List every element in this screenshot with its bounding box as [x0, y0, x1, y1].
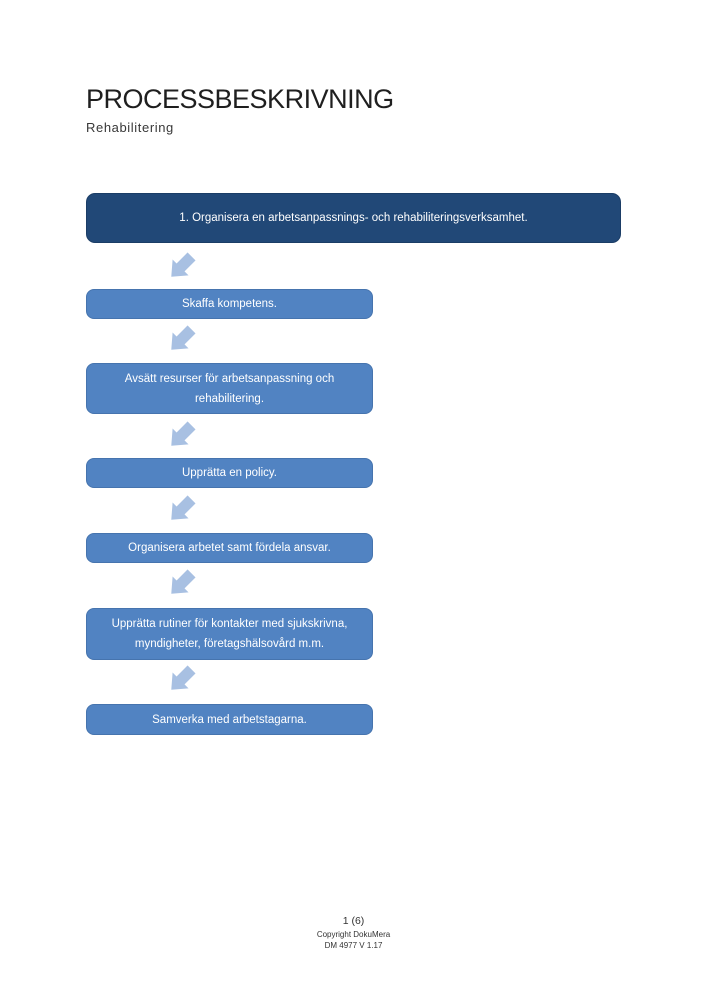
down-left-arrow-icon [166, 495, 196, 525]
flow-step-1: 1. Organisera en arbetsanpassnings- och … [86, 193, 621, 243]
down-left-arrow-icon [166, 325, 196, 355]
document-id: DM 4977 V 1.17 [324, 941, 383, 950]
flow-step-3: Avsätt resurser för arbetsanpassning och… [86, 363, 373, 414]
page-number: 1 (6) [342, 915, 365, 927]
down-left-arrow-icon [166, 421, 196, 451]
flow-step-6: Upprätta rutiner för kontakter med sjuks… [86, 608, 373, 660]
flow-step-4: Upprätta en policy. [86, 458, 373, 488]
down-left-arrow-icon [166, 569, 196, 599]
page-subtitle: Rehabilitering [86, 120, 174, 135]
copyright-text: Copyright DokuMera [316, 930, 391, 939]
flow-step-5: Organisera arbetet samt fördela ansvar. [86, 533, 373, 563]
page-title: PROCESSBESKRIVNING [86, 84, 394, 114]
flow-step-7: Samverka med arbetstagarna. [86, 704, 373, 735]
down-left-arrow-icon [166, 252, 196, 282]
down-left-arrow-icon [166, 665, 196, 695]
flow-step-2: Skaffa kompetens. [86, 289, 373, 319]
page-footer: 1 (6) Copyright DokuMera DM 4977 V 1.17 [0, 914, 707, 951]
